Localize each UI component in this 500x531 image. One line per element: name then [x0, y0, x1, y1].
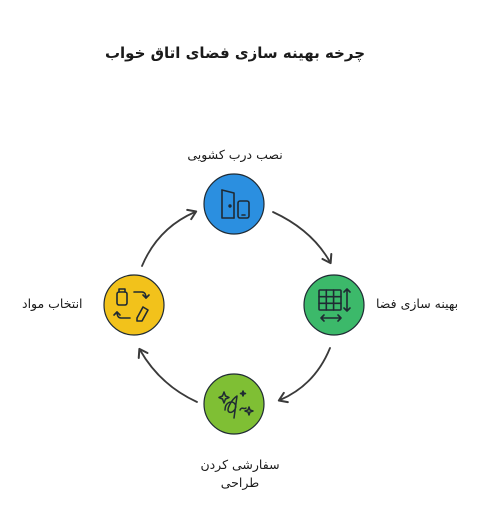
node-install-sliding-door [203, 173, 265, 235]
label-install-sliding-door: نصب درب کشویی [187, 147, 283, 162]
label-optimize-space: بهینه سازی فضا [376, 296, 459, 311]
materials-cycle-icon [113, 288, 150, 322]
node-customize-design [203, 373, 265, 435]
label-select-materials: انتخاب مواد [22, 296, 83, 311]
diagram-title: چرخه بهینه سازی فضای اتاق خواب [104, 44, 366, 62]
arrow-right-to-bottom [277, 347, 331, 404]
node-circle-bottom [203, 373, 265, 435]
label-customize-design-line1: سفارشی کردن [200, 457, 280, 472]
grid-arrows-icon [318, 288, 351, 322]
sliding-door-phone-icon [221, 189, 250, 219]
arrow-top-to-right [272, 211, 333, 265]
label-customize-design-line2: طراحی [220, 475, 260, 490]
arrow-left-to-top [141, 208, 198, 267]
arrow-bottom-to-left [137, 347, 198, 403]
node-circle-left [103, 274, 165, 336]
node-select-materials [103, 274, 165, 336]
node-optimize-space [303, 274, 365, 336]
label-customize-design: سفارشی کردن طراحی [160, 456, 320, 492]
sparkle-signature-icon [218, 390, 254, 419]
